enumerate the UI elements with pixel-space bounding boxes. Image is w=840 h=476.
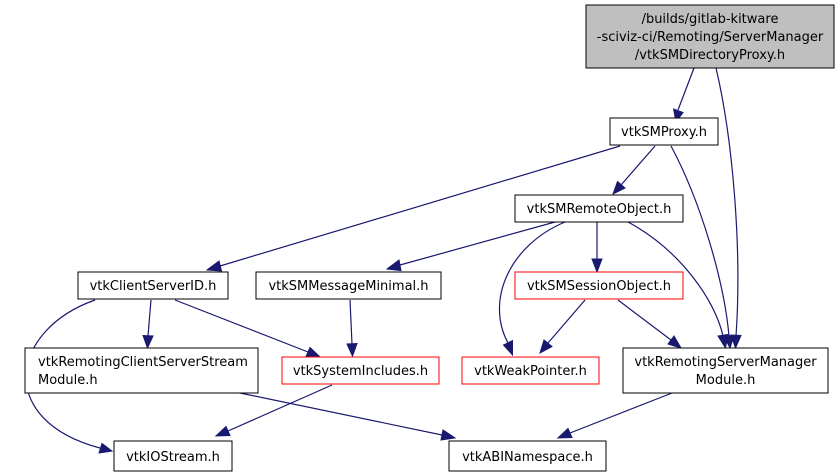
edge-smsessionobject-to-weakpointer xyxy=(539,299,586,355)
edge-systemincludes-to-iostream xyxy=(214,384,333,437)
node-root-vtksmdirectoryproxy[interactable]: /builds/gitlab-kitware -sciviz-ci/Remoti… xyxy=(585,4,835,69)
edge-smproxy-to-clientserverid xyxy=(205,145,621,272)
node-vtksmproxy-label: vtkSMProxy.h xyxy=(621,125,707,140)
node-vtkremotingclientserverstreammodule[interactable]: vtkRemotingClientServerStream Module.h xyxy=(24,347,259,394)
node-vtksmsessionobject[interactable]: vtkSMSessionObject.h xyxy=(514,271,684,300)
edge-smremoteobject-to-smmessageminimal xyxy=(385,221,556,272)
edge-root-to-smproxy xyxy=(672,67,695,124)
node-vtksystemincludes[interactable]: vtkSystemIncludes.h xyxy=(281,356,440,385)
node-vtkclientserverid-label: vtkClientServerID.h xyxy=(90,279,217,294)
node-vtkweakpointer[interactable]: vtkWeakPointer.h xyxy=(461,356,600,385)
node-vtkremotingservermanagermodule-line-2: Module.h xyxy=(696,373,756,388)
node-vtkremotingclientserverstreammodule-line-1: vtkRemotingClientServerStream xyxy=(38,355,248,370)
node-vtksystemincludes-label: vtkSystemIncludes.h xyxy=(293,364,428,379)
node-vtksmremoteobject[interactable]: vtkSMRemoteObject.h xyxy=(514,194,684,223)
node-root-line-2: -sciviz-ci/Remoting/ServerManager xyxy=(597,30,824,45)
node-vtkremotingclientserverstreammodule-line-2: Module.h xyxy=(38,373,98,388)
edge-smproxy-to-remotingservermanager xyxy=(670,145,735,350)
node-root-line-3: /vtkSMDirectoryProxy.h xyxy=(635,48,785,63)
edge-remotingservermanager-to-abinamespace xyxy=(556,392,673,439)
edge-clientserverid-to-remotingclientserverstream xyxy=(142,299,154,350)
node-vtksmremoteobject-label: vtkSMRemoteObject.h xyxy=(527,202,672,217)
node-vtkiostream[interactable]: vtkIOStream.h xyxy=(113,440,233,472)
edge-smsessionobject-to-remotingservermanager xyxy=(617,299,683,349)
node-vtkremotingservermanagermodule-line-1: vtkRemotingServerManager xyxy=(634,355,817,370)
edge-smremoteobject-to-smsessionobject xyxy=(591,222,603,274)
node-vtksmmessageminimal-label: vtkSMMessageMinimal.h xyxy=(268,279,428,294)
edge-smproxy-to-smremoteobject xyxy=(612,145,656,196)
node-vtksmproxy[interactable]: vtkSMProxy.h xyxy=(609,117,719,146)
node-vtksmmessageminimal[interactable]: vtkSMMessageMinimal.h xyxy=(255,271,442,300)
edge-smmessageminimal-to-systemincludes xyxy=(346,299,358,358)
node-vtkabinamespace[interactable]: vtkABINamespace.h xyxy=(448,440,607,472)
edge-smremoteobject-to-weakpointer xyxy=(498,221,566,357)
edge-remotingclientserverstream-to-abinamespace xyxy=(239,392,457,441)
edge-root-to-remotingservermanager xyxy=(715,67,742,350)
node-vtkremotingservermanagermodule[interactable]: vtkRemotingServerManager Module.h xyxy=(622,347,829,394)
node-vtkweakpointer-label: vtkWeakPointer.h xyxy=(474,364,587,379)
node-vtkclientserverid[interactable]: vtkClientServerID.h xyxy=(77,271,229,300)
node-vtkiostream-label: vtkIOStream.h xyxy=(126,450,220,465)
node-root-line-1: /builds/gitlab-kitware xyxy=(642,12,779,27)
node-vtkabinamespace-label: vtkABINamespace.h xyxy=(462,450,593,465)
node-vtksmsessionobject-label: vtkSMSessionObject.h xyxy=(527,279,671,294)
edge-smremoteobject-to-remotingservermanager xyxy=(627,221,729,350)
